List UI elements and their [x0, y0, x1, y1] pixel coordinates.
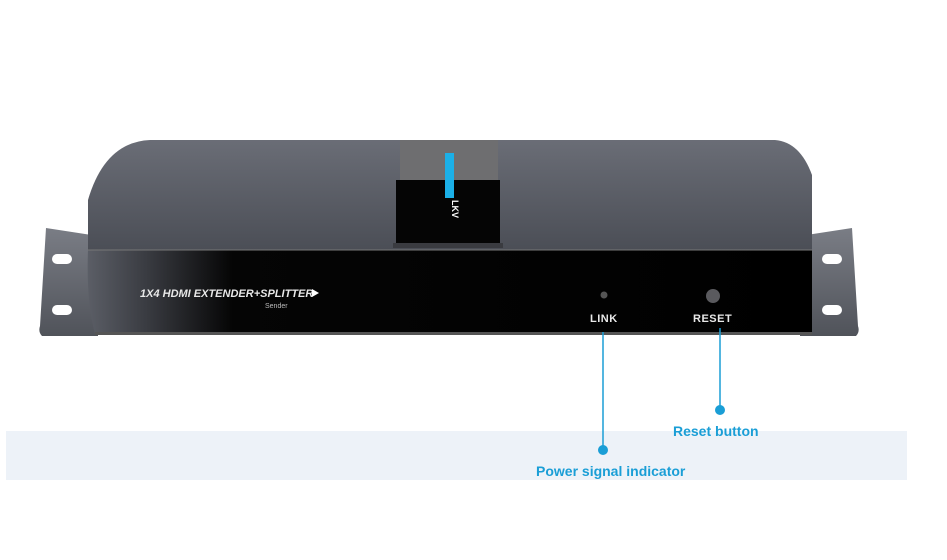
top-logo: LKV	[450, 200, 460, 218]
link-callout-dot	[598, 445, 608, 455]
top-logo-bar	[445, 153, 454, 198]
brand-arrow-icon	[312, 289, 319, 297]
model-line: Sender	[265, 303, 288, 310]
right-mounting-bracket	[800, 228, 859, 336]
reset-button[interactable]	[706, 289, 720, 303]
device-front	[87, 250, 813, 334]
brand-logo: 1X4 HDMI EXTENDER+SPLITTER	[140, 288, 313, 300]
link-label: LINK	[590, 313, 618, 325]
reset-callout-label: Reset button	[673, 423, 759, 439]
reset-label: RESET	[693, 313, 732, 325]
link-callout-label: Power signal indicator	[536, 463, 686, 479]
left-mounting-bracket	[39, 228, 98, 336]
reset-callout-dot	[715, 405, 725, 415]
caption-band	[6, 431, 907, 480]
link-led-icon	[600, 291, 608, 299]
